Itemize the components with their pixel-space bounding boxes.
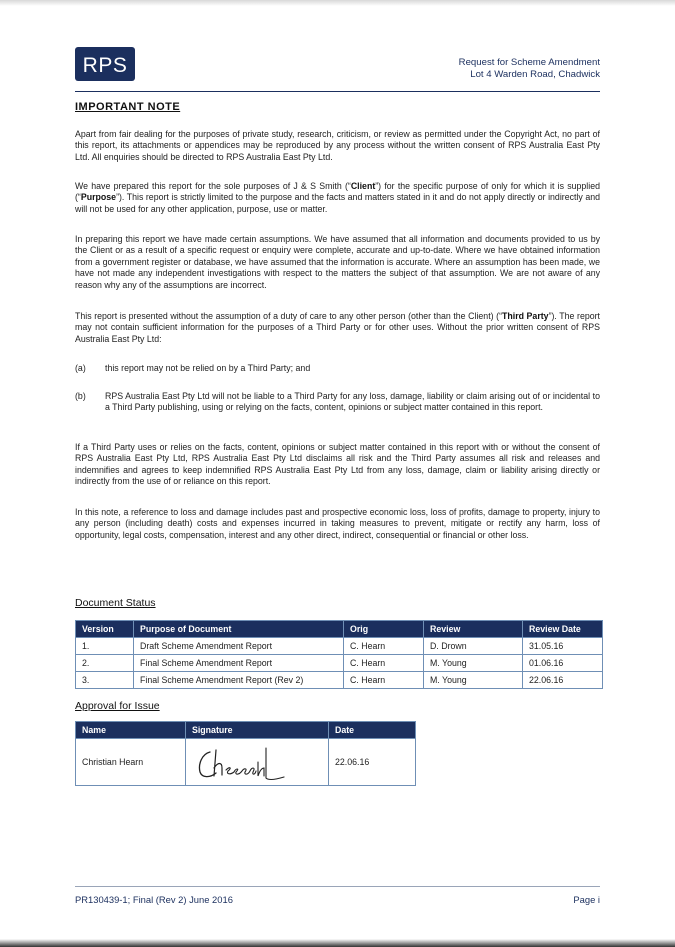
cell-review-date: 31.05.16 (522, 637, 603, 655)
table-row: 2. Final Scheme Amendment Report C. Hear… (75, 654, 603, 672)
cell-orig: C. Hearn (343, 671, 424, 689)
header-divider (75, 91, 600, 92)
cell-date: 22.06.16 (328, 738, 416, 786)
paragraph-third-party: This report is presented without the ass… (75, 311, 600, 345)
column-header: Signature (185, 721, 329, 739)
cell-review: M. Young (423, 654, 523, 672)
paragraph-purpose-part: ”) for the specific purpose of only for … (75, 181, 600, 203)
column-header: Version (75, 620, 134, 638)
table-header-row: Name Signature Date (75, 721, 416, 739)
paragraph-third-party-part: This report is presented without the ass… (75, 311, 502, 321)
logo-text: RPS (82, 54, 128, 77)
term-purpose: Purpose (80, 192, 117, 203)
paragraph-disclaimer: If a Third Party uses or relies on the f… (75, 442, 600, 487)
term-third-party: Third Party (502, 311, 549, 321)
approval-table: Name Signature Date Christian Hearn 22.0… (75, 721, 416, 786)
footer-divider (75, 886, 600, 887)
term-client: Client (350, 181, 376, 191)
rps-logo: RPS (75, 47, 135, 81)
document-status-heading: Document Status (75, 597, 156, 609)
cell-purpose: Final Scheme Amendment Report (Rev 2) (133, 671, 344, 689)
cell-orig: C. Hearn (343, 654, 424, 672)
table-row: 3. Final Scheme Amendment Report (Rev 2)… (75, 671, 603, 689)
paragraph-copyright: Apart from fair dealing for the purposes… (75, 129, 600, 162)
header-address: Request for Scheme Amendment Lot 4 Warde… (459, 57, 600, 81)
cell-version: 2. (75, 654, 134, 672)
list-item-a: this report may not be relied on by a Th… (105, 363, 311, 373)
column-header: Review Date (522, 620, 603, 638)
cell-signature (185, 738, 329, 786)
cell-review: D. Drown (423, 637, 523, 655)
section-title: IMPORTANT NOTE (75, 101, 181, 113)
list-label-a: (a) (75, 363, 86, 373)
column-header: Review (423, 620, 523, 638)
header-line1: Request for Scheme Amendment (458, 57, 600, 68)
list-label-b: (b) (75, 391, 86, 401)
cell-version: 1. (75, 637, 134, 655)
paragraph-purpose-part: We have prepared this report for the sol… (75, 181, 351, 191)
footer-document-ref: PR130439-1; Final (Rev 2) June 2016 (75, 894, 233, 905)
cell-version: 3. (75, 671, 134, 689)
cell-name: Christian Hearn (75, 738, 186, 786)
paragraph-purpose: We have prepared this report for the sol… (75, 181, 600, 215)
paragraph-assumptions: In preparing this report we have made ce… (75, 234, 600, 290)
column-header: Purpose of Document (133, 620, 344, 638)
scan-edge-top (0, 0, 675, 6)
column-header: Orig (343, 620, 424, 638)
approval-heading: Approval for Issue (75, 700, 160, 712)
cell-review-date: 01.06.16 (522, 654, 603, 672)
column-header: Date (328, 721, 416, 739)
column-header: Name (75, 721, 186, 739)
cell-purpose: Draft Scheme Amendment Report (133, 637, 344, 655)
paragraph-third-party-part: ”). The report may not contain sufficien… (75, 311, 601, 344)
table-row: Christian Hearn 22.06.16 (75, 738, 416, 786)
list-item-b: RPS Australia East Pty Ltd will not be l… (105, 391, 600, 413)
table-row: 1. Draft Scheme Amendment Report C. Hear… (75, 637, 603, 655)
cell-review-date: 22.06.16 (522, 671, 603, 689)
paragraph-loss-definition: In this note, a reference to loss and da… (75, 507, 600, 540)
signature-image (198, 747, 285, 780)
header-line2: Lot 4 Warden Road, Chadwick (470, 69, 600, 80)
table-header-row: Version Purpose of Document Orig Review … (75, 620, 603, 638)
cell-orig: C. Hearn (343, 637, 424, 655)
footer-page-number: Page i (573, 894, 600, 905)
scan-edge-bottom (0, 939, 675, 947)
paragraph-purpose-part: ”). This report is strictly limited to t… (75, 192, 600, 214)
document-status-table: Version Purpose of Document Orig Review … (75, 620, 603, 689)
cell-review: M. Young (423, 671, 523, 689)
cell-purpose: Final Scheme Amendment Report (133, 654, 344, 672)
